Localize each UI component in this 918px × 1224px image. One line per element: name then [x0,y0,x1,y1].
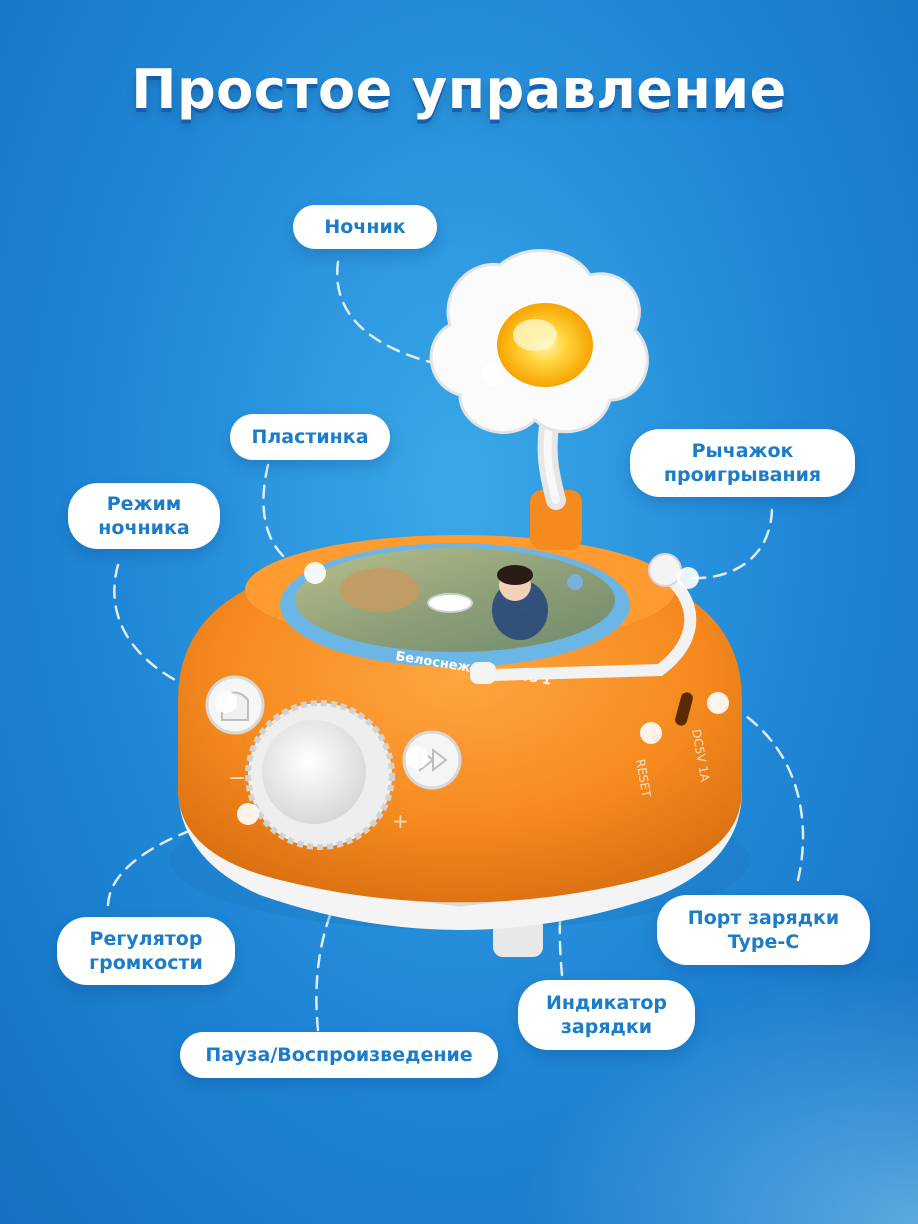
label-play-lever: Рычажок проигрывания [630,429,855,497]
volume-minus-mark: − [228,766,246,791]
page-title: Простое управление [131,58,787,121]
lamp-flower [429,249,649,434]
pointer-dots [215,364,729,825]
label-charge-indicator: Индикатор зарядки [518,980,695,1050]
label-record: Пластинка [230,414,390,460]
reset-label: RESET [633,758,654,799]
label-pause-play: Пауза/Воспроизведение [180,1032,498,1078]
volume-plus-mark: + [392,809,409,833]
label-charge-port: Порт зарядки Type-C [657,895,870,965]
label-nightlight: Ночник [293,205,437,249]
label-nightlight-mode: Режим ночника [68,483,220,549]
label-volume-control: Регулятор громкости [57,917,235,985]
